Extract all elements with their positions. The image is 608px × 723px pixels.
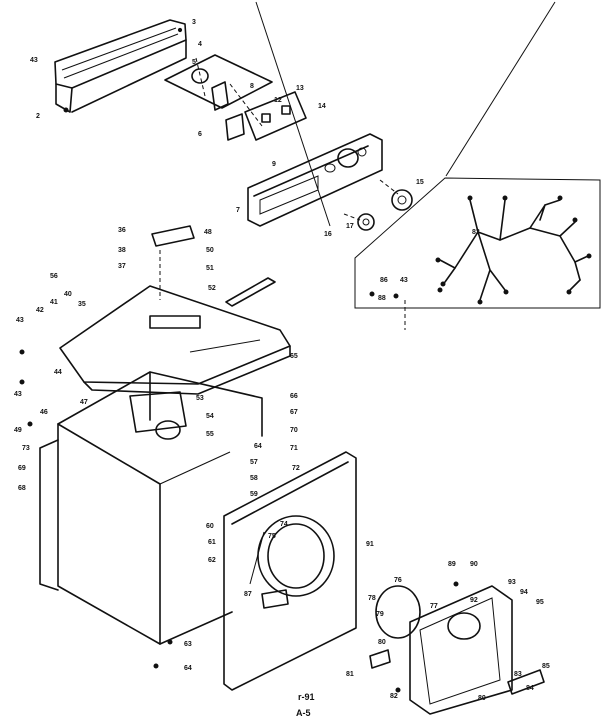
label-6: 6 <box>198 131 202 138</box>
label-90: 90 <box>470 561 478 568</box>
label-44: 44 <box>54 369 62 376</box>
label-68: 68 <box>18 485 26 492</box>
label-36: 36 <box>118 227 126 234</box>
label-43: 43 <box>30 57 38 64</box>
label-78: 78 <box>368 595 376 602</box>
label-40: 40 <box>64 291 72 298</box>
label-64-upper: 64 <box>254 443 262 450</box>
label-43-harness: 43 <box>400 277 408 284</box>
part-labels: 43 2 3 4 5 6 8 12 13 14 9 7 15 16 17 83 … <box>14 19 550 702</box>
label-93: 93 <box>508 579 516 586</box>
label-95: 95 <box>536 599 544 606</box>
label-52: 52 <box>208 285 216 292</box>
top-cover <box>59 225 291 395</box>
label-5: 5 <box>192 59 196 66</box>
label-14: 14 <box>318 103 326 110</box>
label-58: 58 <box>250 475 258 482</box>
label-66: 66 <box>290 393 298 400</box>
label-63: 63 <box>184 641 192 648</box>
label-55: 55 <box>206 431 214 438</box>
label-73: 73 <box>22 445 30 452</box>
control-panel <box>247 133 413 231</box>
front-panel <box>223 451 357 691</box>
label-84: 84 <box>526 685 534 692</box>
label-43-cabinet: 43 <box>16 317 24 324</box>
label-7: 7 <box>236 207 240 214</box>
label-57: 57 <box>250 459 258 466</box>
door-assembly <box>153 581 545 715</box>
label-62: 62 <box>208 557 216 564</box>
label-74: 74 <box>280 521 288 528</box>
label-69: 69 <box>18 465 26 472</box>
label-17: 17 <box>346 223 354 230</box>
label-64: 64 <box>184 665 192 672</box>
label-71: 71 <box>290 445 298 452</box>
label-88: 88 <box>378 295 386 302</box>
label-80-door: 80 <box>478 695 486 702</box>
footer-ref: r-91 <box>298 692 315 702</box>
console-brace <box>54 19 187 113</box>
label-86: 86 <box>380 277 388 284</box>
label-12: 12 <box>274 97 282 104</box>
label-85: 85 <box>542 663 550 670</box>
label-89: 89 <box>448 561 456 568</box>
label-83-door: 83 <box>514 671 522 678</box>
label-48: 48 <box>204 229 212 236</box>
label-54: 54 <box>206 413 214 420</box>
label-65: 65 <box>290 353 298 360</box>
label-87: 87 <box>244 591 252 598</box>
label-76: 76 <box>394 577 402 584</box>
label-8: 8 <box>250 83 254 90</box>
label-75: 75 <box>268 533 276 540</box>
label-82: 82 <box>390 693 398 700</box>
label-38: 38 <box>118 247 126 254</box>
cabinet <box>19 349 263 645</box>
label-47: 47 <box>80 399 88 406</box>
label-80: 80 <box>378 639 386 646</box>
label-72: 72 <box>292 465 300 472</box>
label-79: 79 <box>376 611 384 618</box>
label-61: 61 <box>208 539 216 546</box>
label-56: 56 <box>50 273 58 280</box>
label-49: 49 <box>14 427 22 434</box>
label-42: 42 <box>36 307 44 314</box>
label-77: 77 <box>430 603 438 610</box>
label-70: 70 <box>290 427 298 434</box>
label-41: 41 <box>50 299 58 306</box>
timer-parts <box>164 54 307 141</box>
label-53: 53 <box>196 395 204 402</box>
label-51: 51 <box>206 265 214 272</box>
label-4: 4 <box>198 41 202 48</box>
diagram-code: A-5 <box>296 708 311 718</box>
label-43-side: 43 <box>14 391 22 398</box>
label-35: 35 <box>78 301 86 308</box>
label-91: 91 <box>366 541 374 548</box>
label-94: 94 <box>520 589 528 596</box>
label-67: 67 <box>290 409 298 416</box>
label-16: 16 <box>324 231 332 238</box>
label-37: 37 <box>118 263 126 270</box>
label-2: 2 <box>36 113 40 120</box>
label-3: 3 <box>192 19 196 26</box>
label-81: 81 <box>346 671 354 678</box>
label-46: 46 <box>40 409 48 416</box>
label-13: 13 <box>296 85 304 92</box>
label-60: 60 <box>206 523 214 530</box>
label-92: 92 <box>470 597 478 604</box>
label-59: 59 <box>250 491 258 498</box>
label-83: 83 <box>472 229 480 236</box>
label-15: 15 <box>416 179 424 186</box>
label-50: 50 <box>206 247 214 254</box>
label-9: 9 <box>272 161 276 168</box>
wire-harness-callout <box>255 1 601 330</box>
